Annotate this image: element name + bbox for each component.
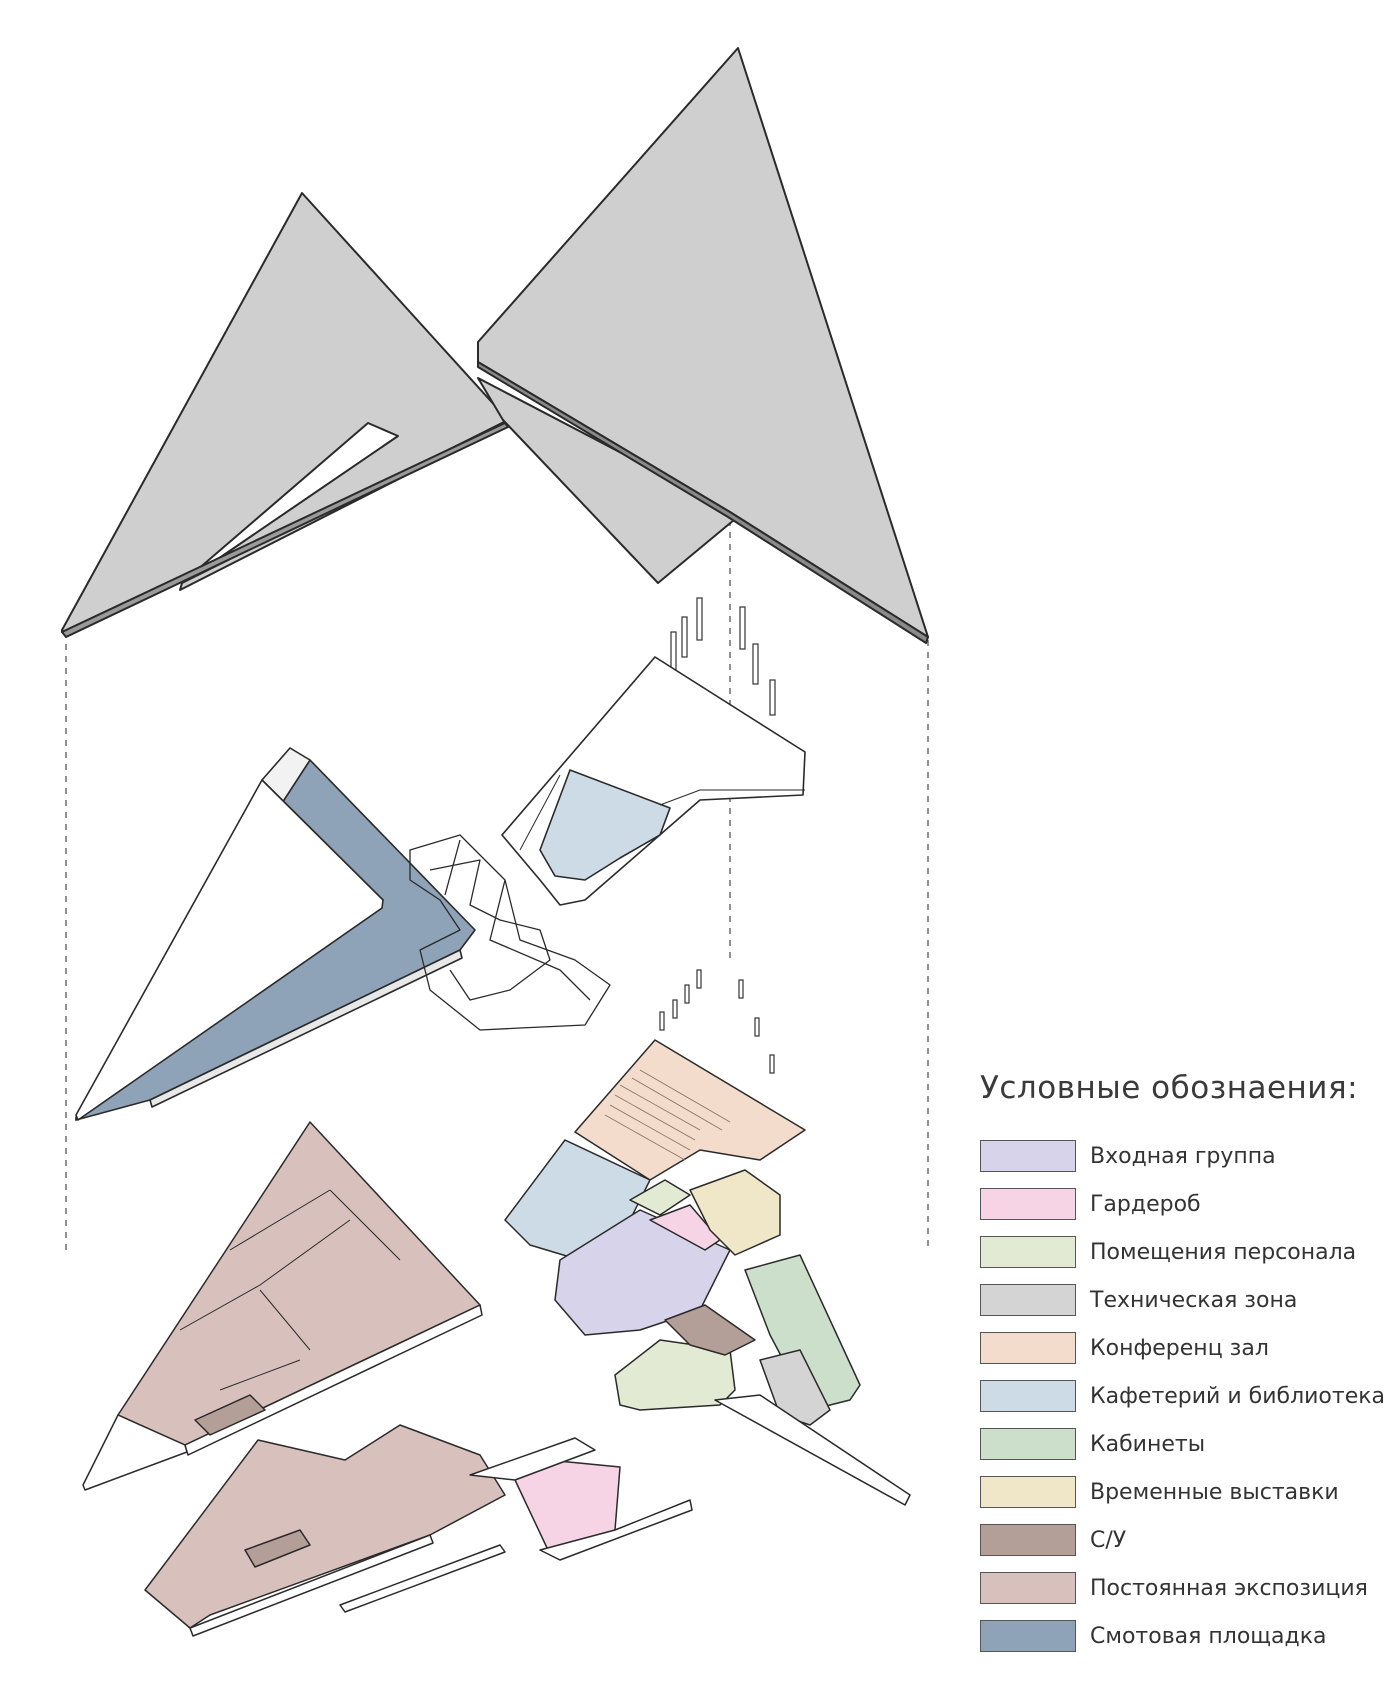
middle-floor-left	[82, 1121, 483, 1491]
legend-label: Постоянная экспозиция	[1090, 1575, 1368, 1601]
legend-item: Постоянная экспозиция	[980, 1564, 1390, 1612]
offices-zone	[744, 1254, 861, 1411]
legend-swatch	[980, 1236, 1076, 1268]
legend-label: Гардероб	[1090, 1191, 1201, 1217]
staff-zone-small	[629, 1179, 691, 1216]
conference-seating	[604, 1069, 731, 1161]
legend-label: Конференц зал	[1090, 1335, 1269, 1361]
legend-item: Кабинеты	[980, 1420, 1390, 1468]
temporary-exhibition-zone	[689, 1169, 781, 1256]
legend-item: Временные выставки	[980, 1468, 1390, 1516]
stair-lattice	[409, 834, 611, 1031]
legend-item: Помещения персонала	[980, 1228, 1390, 1276]
wc-zone	[664, 1304, 756, 1356]
legend-item: Входная группа	[980, 1132, 1390, 1180]
legend-swatch	[980, 1188, 1076, 1220]
middle-floor-right	[504, 1039, 911, 1506]
legend-swatch	[980, 1428, 1076, 1460]
wc-zone-middle	[194, 1394, 266, 1436]
roof-layer	[61, 47, 929, 644]
ground-floor	[144, 1424, 693, 1637]
legend-swatch	[980, 1140, 1076, 1172]
legend-label: С/У	[1090, 1527, 1127, 1553]
legend-swatch	[980, 1476, 1076, 1508]
legend-item: Гардероб	[980, 1180, 1390, 1228]
roof-plane-right	[477, 47, 929, 638]
legend-swatch	[980, 1620, 1076, 1652]
legend-swatch	[980, 1572, 1076, 1604]
legend-item: С/У	[980, 1516, 1390, 1564]
legend-label: Кабинеты	[1090, 1431, 1206, 1457]
legend-label: Входная группа	[1090, 1143, 1276, 1169]
roof-plane-left-edge	[61, 422, 509, 638]
legend-item: Кафетерий и библиотека	[980, 1372, 1390, 1420]
staff-zone	[614, 1339, 736, 1411]
legend-label: Временные выставки	[1090, 1479, 1339, 1505]
wc-zone-ground	[244, 1529, 311, 1568]
conference-hall-zone	[574, 1039, 806, 1181]
legend-item: Смотовая площадка	[980, 1612, 1390, 1660]
permanent-exhibition-zone-ground	[144, 1424, 506, 1629]
projection-lines	[65, 520, 929, 1250]
legend-swatch	[980, 1332, 1076, 1364]
columns	[659, 597, 776, 1074]
roof-plane-right-edge	[477, 361, 929, 644]
legend-swatch	[980, 1284, 1076, 1316]
legend-item: Техническая зона	[980, 1276, 1390, 1324]
legend-label: Помещения персонала	[1090, 1239, 1357, 1265]
legend-label: Смотовая площадка	[1090, 1623, 1327, 1649]
legend-label: Кафетерий и библиотека	[1090, 1383, 1386, 1409]
legend-item: Конференц зал	[980, 1324, 1390, 1372]
cafe-library-zone	[539, 769, 671, 881]
legend-swatch	[980, 1380, 1076, 1412]
legend-swatch	[980, 1524, 1076, 1556]
exploded-axonometric-drawing	[61, 47, 929, 1637]
legend-title: Условные обознаения:	[980, 1070, 1359, 1106]
legend-label: Техническая зона	[1090, 1287, 1298, 1313]
roof-plane-left	[61, 192, 509, 633]
upper-floor	[75, 656, 806, 1121]
cafe-library-frame	[501, 656, 806, 906]
